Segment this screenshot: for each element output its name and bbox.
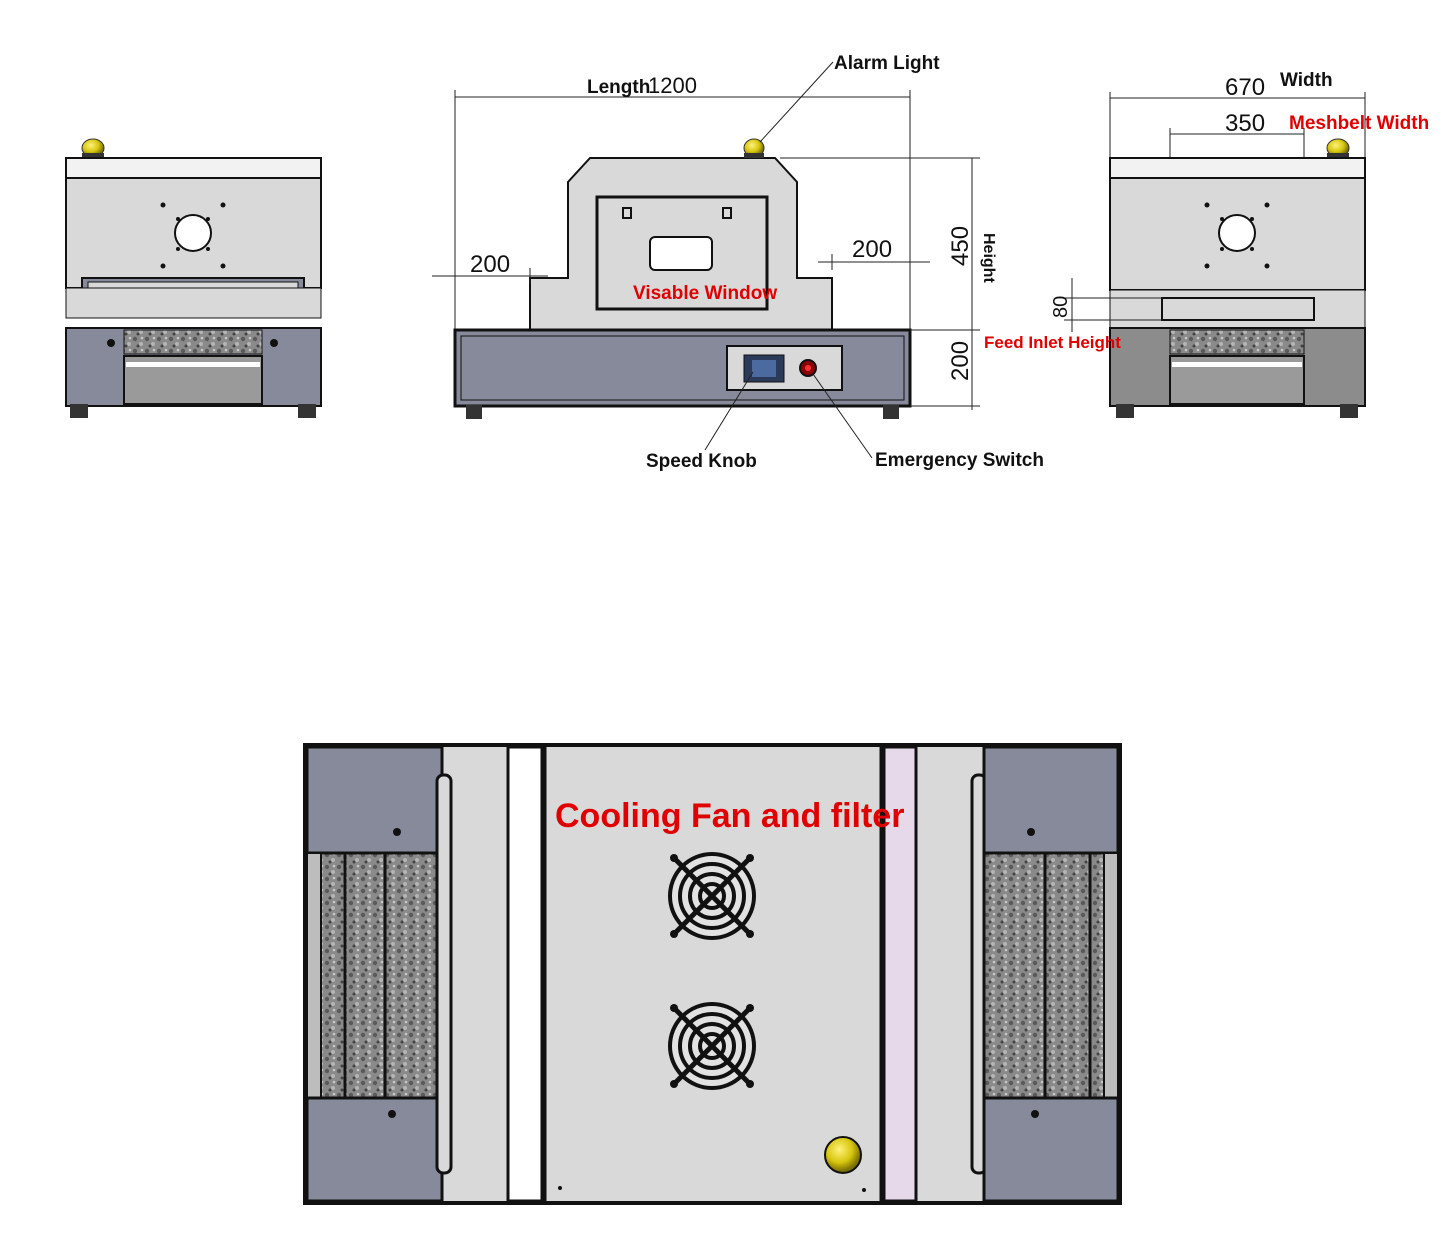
top-view [303, 743, 1122, 1205]
feed-inlet-height-label: Feed Inlet Height [984, 333, 1121, 352]
length-value: 1200 [648, 73, 697, 98]
speed-knob-label: Speed Knob [646, 451, 757, 472]
cooling-fan-icon [670, 1004, 754, 1088]
right-end-view [1064, 92, 1366, 418]
dim-200-right: 200 [852, 236, 892, 263]
dim-200-left: 200 [470, 251, 510, 278]
port-hole-left [174, 214, 212, 252]
length-label: Length [587, 77, 650, 98]
alarm-light-top [824, 1136, 862, 1174]
cooling-fan-icon [670, 854, 754, 938]
alarm-light-label: Alarm Light [834, 53, 940, 74]
width-value: 670 [1225, 74, 1265, 101]
dim-200-vertical: 200 [947, 341, 974, 381]
dim-80: 80 [1050, 296, 1072, 318]
visable-window-label: Visable Window [633, 283, 777, 304]
left-end-view [65, 138, 322, 418]
center-side-view [432, 61, 980, 459]
port-hole-right [1218, 214, 1256, 252]
emergency-switch-label: Emergency Switch [875, 450, 1044, 471]
meshbelt-width-label: Meshbelt Width [1289, 113, 1429, 134]
dim-450: 450 [947, 226, 974, 266]
height-label: Height [980, 233, 997, 283]
meshbelt-value: 350 [1225, 110, 1265, 137]
width-label: Width [1280, 70, 1333, 91]
cooling-fan-label: Cooling Fan and filter [555, 797, 904, 835]
